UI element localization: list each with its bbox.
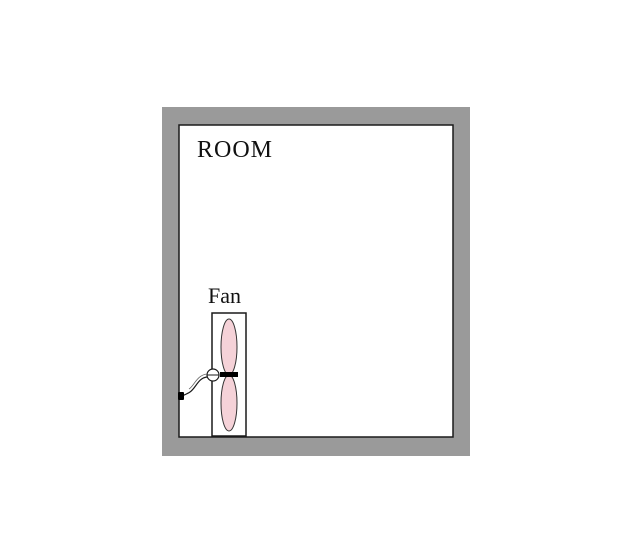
wall-plug-icon [178, 392, 184, 400]
room-label: ROOM [197, 137, 273, 163]
fan-blades [220, 318, 238, 432]
fan-shaft [220, 372, 238, 377]
fan-blade-top [220, 318, 238, 376]
fan-blade-bottom [220, 374, 238, 432]
power-cord-inner [188, 373, 208, 390]
fan-label: Fan [208, 283, 241, 308]
